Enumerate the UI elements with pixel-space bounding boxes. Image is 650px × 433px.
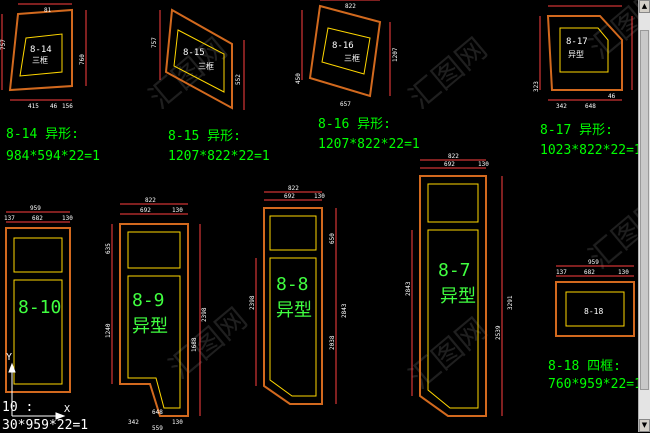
dim-text: 130 (62, 215, 73, 222)
dim-text: 81 (44, 7, 52, 14)
dim-text: 137 (4, 215, 15, 222)
dim-text: 552 (235, 74, 242, 85)
dim-text: 2398 (249, 295, 256, 310)
cad-drawing-canvas[interactable]: 汇图网 汇图网 汇图网 汇图网 汇图网 汇图网 8-14 三框 415 46 1… (0, 0, 638, 432)
dim-text: 657 (340, 101, 351, 108)
dim-text: 46 (50, 103, 58, 110)
scroll-up-arrow-icon[interactable]: ▲ (639, 0, 650, 13)
dim-text: 1688 (191, 337, 198, 352)
cabinet-sub: 异型 (132, 316, 168, 337)
dim-text: 559 (152, 425, 163, 432)
dim-text: 682 (584, 269, 595, 276)
cabinet-label: 8-9 (132, 290, 165, 311)
dim-text: 682 (32, 215, 43, 222)
vertical-scrollbar[interactable]: ▲ ▼ (638, 0, 650, 432)
panel-caption: 8-17 异形: (540, 123, 613, 138)
cabinet-label: 8-7 (438, 260, 471, 281)
dim-text: 130 (314, 193, 325, 200)
dim-text: 822 (288, 185, 299, 192)
watermark-text: 汇图网 (403, 31, 494, 116)
dim-text: 959 (588, 259, 599, 266)
dim-text: 342 (556, 103, 567, 110)
dim-text: 130 (172, 419, 183, 426)
panel-sub: 三框 (32, 55, 48, 65)
panel-sub: 三框 (344, 53, 360, 63)
dim-text: 1207 (392, 47, 399, 62)
dim-text: 415 (28, 103, 39, 110)
dim-text: 2038 (329, 335, 336, 350)
panel-8-16[interactable]: 8-16 三框 822 1207 450 657 8-16 异形: 1207*8… (295, 0, 420, 152)
dim-text: 137 (556, 269, 567, 276)
panel-caption: 984*594*22=1 (6, 149, 100, 164)
dim-text: 2843 (405, 281, 412, 296)
panel-sub: 异型 (568, 50, 584, 59)
panel-sub: 三框 (198, 61, 214, 71)
panel-title: 8-15 (183, 48, 205, 58)
panel-8-7[interactable]: 822 692 130 2843 2539 3291 8-7 异型 (405, 153, 514, 417)
ucs-x-label: X (64, 404, 70, 415)
panel-8-15[interactable]: 8-15 三框 757 552 8-15 异形: 1207*822*22=1 (151, 8, 270, 164)
command-line-1: 10 : (2, 400, 34, 415)
watermark-text: 汇图网 (163, 301, 254, 386)
panel-caption: 8-16 异形: (318, 117, 391, 132)
cabinet-label: 8-10 (18, 297, 61, 318)
panel-caption: 1207*822*22=1 (168, 149, 270, 164)
ucs-y-label: Y (6, 352, 12, 363)
dim-text: 130 (478, 161, 489, 168)
dim-text: 760 (79, 54, 86, 65)
scroll-thumb[interactable] (640, 30, 649, 390)
dim-text: 692 (140, 207, 151, 214)
panel-8-10[interactable]: 959 137 682 130 8-10 (4, 205, 73, 393)
panel-8-18[interactable]: 959 137 682 130 8-18 8-18 四框: 760*959*22… (548, 259, 638, 392)
scroll-down-arrow-icon[interactable]: ▼ (639, 419, 650, 432)
dim-text: 650 (329, 233, 336, 244)
panel-caption: 1207*822*22=1 (318, 137, 420, 152)
dim-text: 130 (618, 269, 629, 276)
panel-caption: 8-18 四框: (548, 359, 621, 374)
dim-text: 2398 (201, 307, 208, 322)
dim-text: 822 (145, 197, 156, 204)
command-line-2: 30*959*22=1 (2, 418, 89, 433)
panel-caption: 1023*822*22=1 (540, 143, 638, 158)
ucs-icon: Y X (6, 352, 70, 420)
panel-8-8[interactable]: 822 692 130 650 2398 2843 2038 8-8 异型 (249, 185, 348, 405)
panel-caption: 760*959*22=1 (548, 377, 638, 392)
panel-title: 8-14 (30, 45, 52, 55)
dim-text: 156 (62, 103, 73, 110)
cabinet-sub: 异型 (276, 300, 312, 321)
panel-title: 8-18 (584, 307, 603, 316)
dim-text: 692 (444, 161, 455, 168)
dim-text: 648 (152, 409, 163, 416)
dim-text: 692 (284, 193, 295, 200)
panel-caption: 8-14 异形: (6, 127, 79, 142)
dim-text: 959 (30, 205, 41, 212)
watermark-text: 汇图网 (583, 0, 638, 66)
panel-8-14[interactable]: 8-14 三框 415 46 156 757 760 81 8-14 异形: 9… (0, 3, 100, 164)
dim-text: 323 (533, 81, 540, 92)
dim-text: 635 (105, 243, 112, 254)
cabinet-label: 8-8 (276, 274, 309, 295)
dim-text: 450 (295, 73, 302, 84)
dim-text: 822 (448, 153, 459, 160)
panel-title: 8-17 (566, 37, 588, 47)
dim-text: 2539 (495, 325, 502, 340)
dim-text: 2843 (341, 303, 348, 318)
panel-8-17[interactable]: 8-17 异型 342 648 323 46 8-17 异形: 1023*822… (533, 5, 638, 158)
dim-text: 757 (151, 37, 158, 48)
dim-text: 757 (0, 39, 7, 50)
dim-text: 46 (608, 93, 616, 100)
dim-text: 130 (172, 207, 183, 214)
dim-text: 822 (345, 3, 356, 10)
dim-text: 1240 (105, 323, 112, 338)
cabinet-sub: 异型 (440, 286, 476, 307)
dim-text: 342 (128, 419, 139, 426)
dim-text: 3291 (507, 295, 514, 310)
panel-caption: 8-15 异形: (168, 129, 241, 144)
dim-text: 648 (585, 103, 596, 110)
panel-title: 8-16 (332, 41, 354, 51)
watermark-text: 汇图网 (403, 311, 494, 396)
panel-8-9[interactable]: 822 692 130 635 1240 2398 1688 342 648 1… (105, 197, 208, 432)
